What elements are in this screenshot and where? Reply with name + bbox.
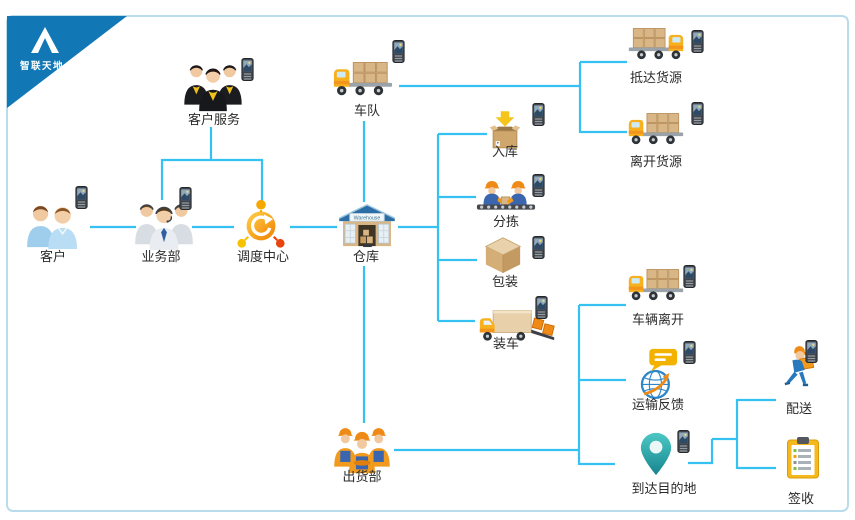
leave-source-phone-icon [691, 102, 704, 125]
packing-phone-icon [532, 236, 545, 259]
inbound-label: 入库 [491, 144, 518, 159]
sales-dept-phone-icon [179, 187, 192, 210]
sorting-phone-icon [532, 174, 545, 197]
vehicle-depart-phone-icon [683, 265, 696, 288]
loading-phone-icon [535, 296, 548, 319]
vehicle-depart-truck-icon [627, 264, 685, 304]
customer-pair-icon [24, 202, 84, 250]
sorting-label: 分拣 [492, 214, 519, 229]
warehouse-label: 仓库 [352, 249, 379, 264]
leave-source-truck-icon [627, 108, 685, 148]
destination-phone-icon [677, 430, 690, 453]
transport-feedback-label: 运输反馈 [631, 397, 684, 412]
mountain-logo-icon [31, 27, 59, 53]
arrive-source-truck-icon [627, 22, 685, 64]
shipping-dept-label: 出货部 [342, 469, 382, 484]
sales-dept-label: 业务部 [141, 249, 181, 264]
arrive-source-label: 抵达货源 [629, 70, 682, 85]
fleet-phone-icon [392, 40, 405, 63]
warehouse-crew-icon [330, 424, 394, 474]
frame-border [6, 15, 849, 512]
leave-source-label: 离开货源 [629, 154, 682, 169]
brand-logo-text: 智联天地 [20, 61, 65, 72]
delivery-phone-icon [805, 340, 818, 363]
arrive-source-phone-icon [691, 30, 704, 53]
connector-fleet-sources [399, 60, 627, 134]
fleet-label: 车队 [353, 103, 380, 118]
map-pin-icon [639, 432, 673, 476]
customer-phone-icon [75, 186, 88, 209]
carton-box-icon [480, 234, 526, 274]
globe-chat-icon [638, 348, 678, 400]
warehouse-building-icon [338, 202, 396, 248]
connector-shipping-transit [394, 303, 626, 466]
dispatch-hub-icon [234, 198, 288, 250]
fleet-truck-icon [332, 56, 394, 100]
connector-customer-service-tree [160, 127, 264, 202]
delivery-label: 配送 [785, 401, 812, 416]
sign-receipt-label: 签收 [787, 491, 814, 506]
dispatch-center-label: 调度中心 [236, 249, 289, 264]
connector-destination-delivery [688, 398, 776, 470]
clipboard-icon [786, 436, 820, 480]
connector-warehouse-ops [436, 132, 487, 323]
inbound-phone-icon [532, 103, 545, 126]
conveyor-sorting-icon [476, 178, 536, 214]
arrive-destination-label: 到达目的地 [631, 481, 697, 496]
loading-label: 装车 [492, 336, 519, 351]
customer-service-team-icon [182, 62, 244, 112]
vehicle-depart-label: 车辆离开 [631, 312, 684, 327]
customer-service-label: 客户服务 [187, 112, 240, 127]
packing-label: 包装 [491, 274, 518, 289]
feedback-phone-icon [683, 341, 696, 364]
customer-label: 客户 [39, 249, 66, 264]
customer-service-phone-icon [241, 58, 254, 81]
